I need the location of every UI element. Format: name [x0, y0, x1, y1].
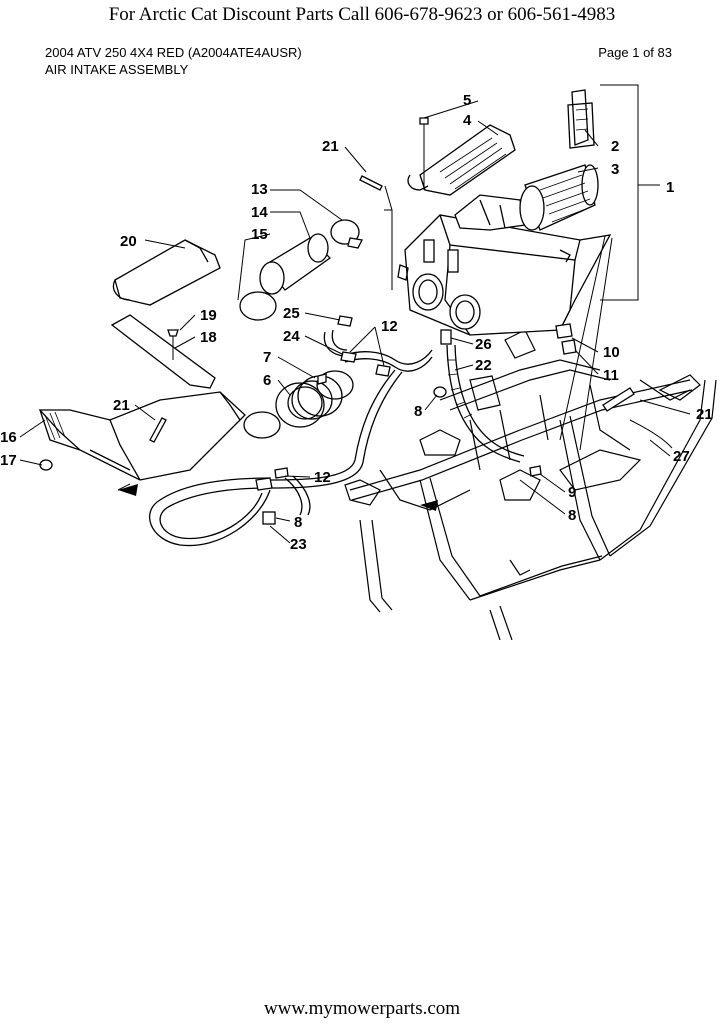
callout-3: 3 — [611, 161, 619, 178]
callout-labels: 1 2 3 4 5 13 14 15 21 20 19 18 25 24 12 … — [0, 92, 713, 553]
callout-15: 15 — [251, 226, 268, 243]
callout-27: 27 — [673, 448, 690, 465]
clamp-7 — [243, 370, 354, 439]
callout-13: 13 — [251, 181, 268, 198]
callout-21-right: 21 — [696, 406, 713, 423]
drain-tube-22 — [446, 344, 525, 463]
callout-18: 18 — [200, 329, 217, 346]
lower-intake — [38, 391, 246, 491]
callout-11: 11 — [603, 367, 619, 384]
callout-21-top: 21 — [322, 138, 339, 155]
pin-21-top — [359, 175, 383, 191]
filter-bracket — [567, 89, 595, 149]
intake-boot — [239, 219, 363, 321]
arrow-marker-right — [420, 500, 438, 511]
bolt-27 — [602, 387, 673, 449]
callout-20: 20 — [120, 233, 137, 250]
callout-22: 22 — [475, 357, 492, 374]
footer-url: www.mymowerparts.com — [263, 998, 461, 1019]
connectors — [255, 315, 577, 525]
top-banner: For Arctic Cat Discount Parts Call 606-6… — [108, 4, 616, 25]
callout-5: 5 — [463, 92, 471, 109]
callout-8-right: 8 — [568, 507, 576, 524]
leader-lines — [19, 100, 691, 544]
callout-9: 9 — [568, 484, 576, 501]
callout-7: 7 — [263, 349, 271, 366]
air-box-cover — [407, 124, 516, 196]
atv-frame — [344, 329, 717, 640]
callout-23: 23 — [290, 536, 307, 553]
callout-2: 2 — [611, 138, 619, 155]
callout-1: 1 — [666, 179, 674, 196]
callout-16: 16 — [0, 429, 17, 446]
callout-17: 17 — [0, 452, 17, 469]
air-filter — [519, 164, 599, 231]
breather-hose-12 — [149, 329, 433, 547]
callout-24: 24 — [283, 328, 300, 345]
callout-26: 26 — [475, 336, 492, 353]
callout-4: 4 — [463, 112, 472, 129]
model-title: 2004 ATV 250 4X4 RED (A2004ATE4AUSR) — [45, 45, 302, 60]
boot-6 — [275, 375, 343, 428]
intake-duct-20 — [112, 239, 221, 306]
callout-10: 10 — [603, 344, 620, 361]
callout-bracket-1 — [600, 84, 639, 301]
callout-14: 14 — [251, 204, 268, 221]
callout-19: 19 — [200, 307, 217, 324]
arrow-marker-left — [118, 484, 138, 496]
page-number: Page 1 of 83 — [598, 45, 672, 60]
pin-21-left — [149, 417, 167, 443]
callout-25: 25 — [283, 305, 300, 322]
callout-8-bottom: 8 — [294, 514, 302, 531]
air-box — [397, 194, 612, 336]
section-title: AIR INTAKE ASSEMBLY — [45, 62, 189, 77]
callout-21-left: 21 — [113, 397, 130, 414]
foam-strip-18 — [110, 314, 216, 389]
callout-6: 6 — [263, 372, 271, 389]
callout-12-bottom: 12 — [314, 469, 331, 486]
rivet-19 — [167, 329, 179, 360]
callout-12-top: 12 — [381, 318, 398, 335]
callout-8-mid: 8 — [414, 403, 422, 420]
parts-diagram: 1 2 3 4 5 13 14 15 21 20 19 18 25 24 12 … — [0, 84, 717, 640]
